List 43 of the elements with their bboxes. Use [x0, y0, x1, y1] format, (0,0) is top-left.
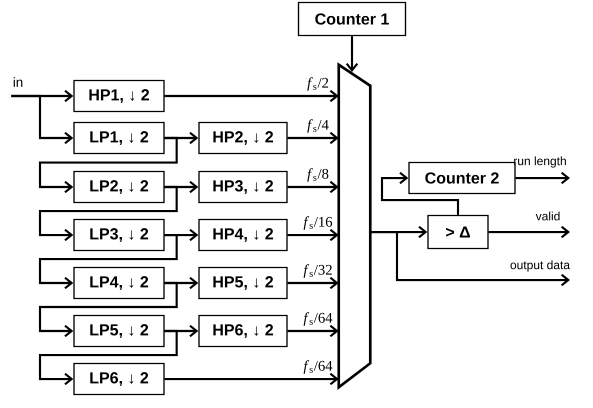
arrow: [38, 234, 178, 290]
arrow: [38, 136, 178, 194]
block-box: LP4, ↓ 2: [73, 266, 165, 300]
block-box: > Δ: [427, 214, 489, 250]
block-box: LP5, ↓ 2: [73, 314, 165, 348]
block-box: HP4, ↓ 2: [198, 218, 288, 252]
arrow: [288, 276, 339, 290]
arrow: [38, 186, 178, 242]
arrow: [288, 228, 339, 242]
edge-label: f$_{s}$/4: [307, 119, 329, 133]
arrow: [164, 372, 339, 386]
input-label: in: [14, 77, 22, 87]
block-box: LP1, ↓ 2: [73, 122, 165, 154]
block-box: LP2, ↓ 2: [73, 170, 165, 204]
edge-label: f$_{s}$/64: [304, 360, 332, 374]
arrow: [346, 36, 358, 72]
arrow: [38, 330, 178, 386]
block-box: HP5, ↓ 2: [198, 266, 288, 300]
edge-label: f$_{s}$/8: [307, 168, 328, 182]
arrow: [38, 282, 178, 338]
block-box: HP3, ↓ 2: [198, 170, 288, 204]
arrow: [288, 132, 339, 144]
edge-label: valid: [536, 212, 560, 220]
block-box: LP6, ↓ 2: [73, 362, 165, 396]
edge-label: f$_{s}$/32: [304, 264, 332, 278]
edge-label: f$_{s}$/64: [304, 312, 332, 326]
block-box: HP1, ↓ 2: [73, 80, 165, 112]
edge-label: f$_{s}$/2: [307, 77, 328, 91]
block-box: Counter 1: [298, 2, 406, 36]
edge-label: output data: [510, 260, 570, 272]
arrow: [380, 172, 460, 215]
block-box: Counter 2: [408, 162, 516, 194]
arrow: [516, 172, 570, 184]
block-box: HP2, ↓ 2: [198, 122, 288, 154]
block-box: HP6, ↓ 2: [198, 314, 288, 348]
arrow: [164, 90, 339, 102]
arrow: [288, 180, 339, 194]
arrow: [11, 94, 74, 144]
arrow: [488, 226, 570, 238]
edge-label: f$_{s}$/16: [304, 216, 332, 230]
block-box: LP3, ↓ 2: [73, 218, 165, 252]
arrow: [288, 324, 339, 338]
arrow: [370, 230, 570, 286]
